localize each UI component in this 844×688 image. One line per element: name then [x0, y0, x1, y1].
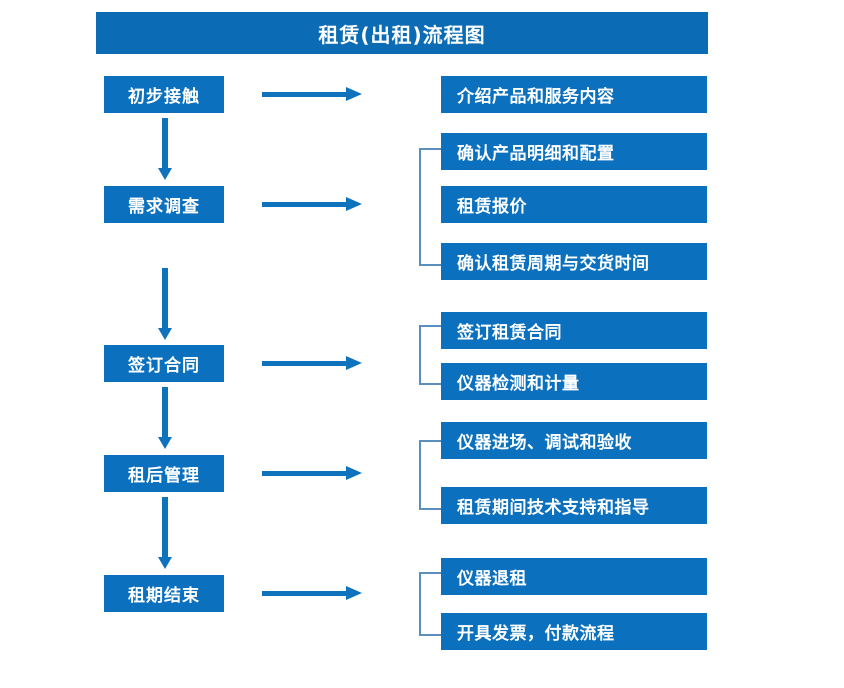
right-arrow-3 [262, 355, 362, 371]
arrow-shaft [162, 497, 168, 557]
stage-box-2[interactable]: 需求调查 [104, 186, 224, 223]
arrow-head [158, 437, 172, 449]
detail-box-7[interactable]: 仪器进场、调试和验收 [441, 422, 707, 459]
arrow-shaft [162, 118, 168, 168]
right-arrow-4 [262, 465, 362, 481]
arrow-shaft [162, 268, 168, 328]
detail-box-5[interactable]: 签订租赁合同 [441, 312, 707, 349]
group-bracket-2 [419, 148, 441, 266]
arrow-shaft [162, 387, 168, 437]
down-arrow-3 [158, 387, 172, 449]
arrow-head [346, 356, 362, 370]
group-bracket-3 [419, 325, 441, 385]
stage-box-4[interactable]: 租后管理 [104, 455, 224, 492]
right-arrow-5 [262, 585, 362, 601]
detail-box-2[interactable]: 确认产品明细和配置 [441, 133, 707, 170]
stage-box-3[interactable]: 签订合同 [104, 345, 224, 382]
down-arrow-2 [158, 268, 172, 340]
detail-box-3[interactable]: 租赁报价 [441, 186, 707, 223]
right-arrow-1 [262, 86, 362, 102]
page-title: 租赁(出租)流程图 [96, 12, 708, 54]
arrow-head [346, 586, 362, 600]
group-bracket-5 [419, 572, 441, 636]
detail-box-6[interactable]: 仪器检测和计量 [441, 363, 707, 400]
detail-box-10[interactable]: 开具发票，付款流程 [441, 613, 707, 650]
arrow-shaft [262, 471, 348, 476]
detail-box-8[interactable]: 租赁期间技术支持和指导 [441, 487, 707, 524]
detail-box-9[interactable]: 仪器退租 [441, 558, 707, 595]
right-arrow-2 [262, 196, 362, 212]
stage-box-5[interactable]: 租期结束 [104, 575, 224, 612]
arrow-head [346, 197, 362, 211]
arrow-head [158, 557, 172, 569]
stage-box-1[interactable]: 初步接触 [104, 76, 224, 113]
arrow-head [158, 168, 172, 180]
arrow-shaft [262, 92, 348, 97]
arrow-head [158, 328, 172, 340]
arrow-shaft [262, 202, 348, 207]
down-arrow-4 [158, 497, 172, 569]
arrow-head [346, 87, 362, 101]
arrow-head [346, 466, 362, 480]
detail-box-4[interactable]: 确认租赁周期与交货时间 [441, 243, 707, 280]
arrow-shaft [262, 591, 348, 596]
detail-box-1[interactable]: 介绍产品和服务内容 [441, 76, 707, 113]
down-arrow-1 [158, 118, 172, 180]
group-bracket-4 [419, 440, 441, 510]
arrow-shaft [262, 361, 348, 366]
